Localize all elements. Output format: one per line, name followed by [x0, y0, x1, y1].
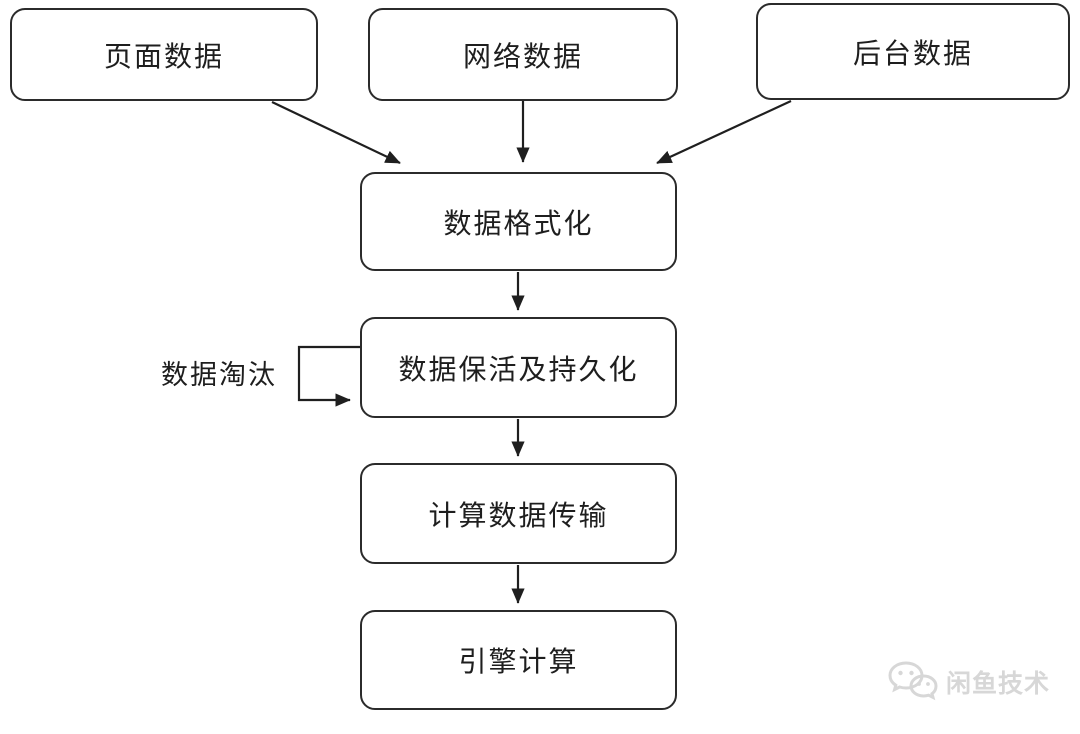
node-engine-compute-label: 引擎计算: [458, 646, 579, 677]
node-data-formatting: 数据格式化: [360, 172, 677, 271]
wechat-icon: [888, 661, 938, 701]
arrow-keepalive-self-loop: [297, 345, 360, 407]
node-data-keepalive: 数据保活及持久化: [360, 317, 677, 418]
arrow-backend-to-format: [656, 100, 792, 164]
node-backend-data: 后台数据: [756, 3, 1070, 100]
node-data-formatting-label: 数据格式化: [443, 207, 594, 239]
watermark-text: 闲鱼技术: [946, 670, 1051, 698]
node-backend-data-label: 后台数据: [852, 37, 973, 69]
node-page-data-label: 页面数据: [103, 40, 224, 72]
watermark: 闲鱼技术: [886, 660, 1050, 704]
node-page-data: 页面数据: [10, 8, 318, 101]
node-compute-transfer: 计算数据传输: [360, 463, 677, 564]
node-engine-compute: 引擎计算: [360, 610, 677, 710]
node-compute-transfer-label: 计算数据传输: [428, 499, 609, 531]
node-network-data-label: 网络数据: [462, 40, 583, 72]
loop-edge-label: 数据淘汰: [161, 360, 277, 390]
arrow-page-to-format: [271, 101, 401, 164]
node-data-keepalive-label: 数据保活及持久化: [398, 353, 639, 385]
node-network-data: 网络数据: [368, 8, 678, 101]
